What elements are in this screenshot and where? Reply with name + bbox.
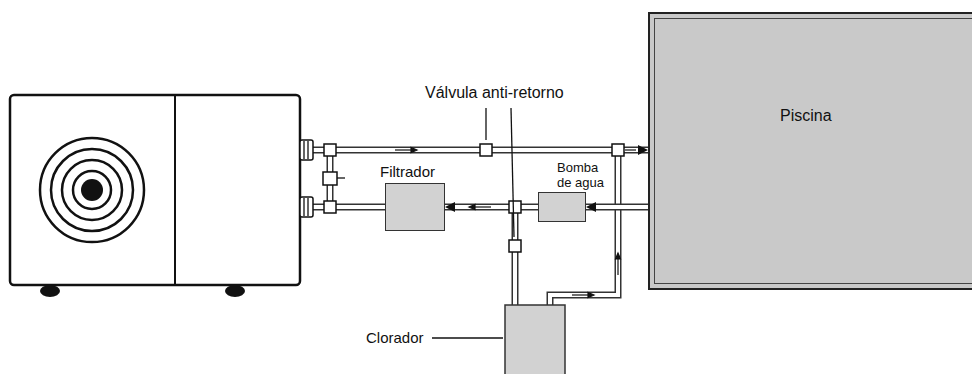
flow-arrow-head — [588, 293, 594, 298]
pump-box: Bomba de agua — [538, 192, 586, 222]
tee-fitting — [509, 201, 521, 213]
arrow-head — [586, 202, 596, 212]
arrow-head — [638, 145, 648, 155]
arrow-head — [445, 202, 455, 212]
pipe-connector — [330, 145, 648, 207]
area-label: Piscina — [780, 106, 972, 125]
valve-handle — [337, 177, 345, 178]
union-rib — [307, 198, 308, 216]
leader-line — [432, 337, 503, 338]
pipe-connector — [586, 202, 648, 212]
heat-pump — [10, 95, 300, 297]
pipe-inner — [445, 205, 538, 209]
pipe-inner — [550, 150, 618, 305]
fan-ring — [62, 160, 122, 220]
flow-arrow-head — [411, 148, 417, 153]
union-rib — [303, 141, 304, 159]
filter-box: Filtrador — [385, 183, 445, 231]
pipe-union — [300, 197, 313, 217]
leader-line — [485, 108, 486, 140]
pipe-union — [300, 140, 313, 160]
callout-label: Clorador — [366, 329, 424, 346]
pipe — [330, 150, 648, 207]
callout-label: Válvula anti-retorno — [425, 84, 564, 102]
static-pipes — [300, 150, 618, 305]
flow-arrow — [395, 149, 412, 150]
housing-divider — [174, 95, 176, 285]
flow-arrow — [572, 294, 589, 295]
part-heading: Bomba de agua — [557, 160, 609, 190]
flow-arrow — [625, 149, 636, 150]
leader-line — [511, 108, 514, 237]
flow-arrow — [474, 206, 491, 207]
flow-arrow-head — [469, 205, 475, 210]
union-rib — [303, 198, 304, 216]
tee-fitting — [612, 144, 624, 156]
tee-fitting — [324, 201, 336, 213]
part-heading: Filtrador — [380, 163, 438, 180]
pipe — [445, 204, 538, 211]
pipe-connector — [445, 202, 538, 212]
heat-pump-housing — [10, 95, 300, 285]
pipe-inner — [330, 150, 648, 207]
pool-basin: Piscina — [648, 12, 972, 290]
flow-arrow — [617, 258, 618, 275]
union-rib — [307, 141, 308, 159]
check-valve — [509, 240, 521, 252]
fan-hub — [81, 179, 103, 201]
pipe — [512, 207, 519, 305]
tee-fitting — [324, 144, 336, 156]
check-valve — [480, 144, 492, 156]
pipe — [550, 150, 618, 305]
foot — [40, 285, 60, 297]
foot — [225, 285, 245, 297]
fan-ring — [40, 138, 144, 242]
flow-arrow-head — [616, 253, 621, 259]
bypass-valve — [323, 172, 337, 185]
fan-ring — [51, 149, 133, 231]
fan-ring — [73, 171, 111, 209]
chlorinator-body — [505, 305, 565, 374]
